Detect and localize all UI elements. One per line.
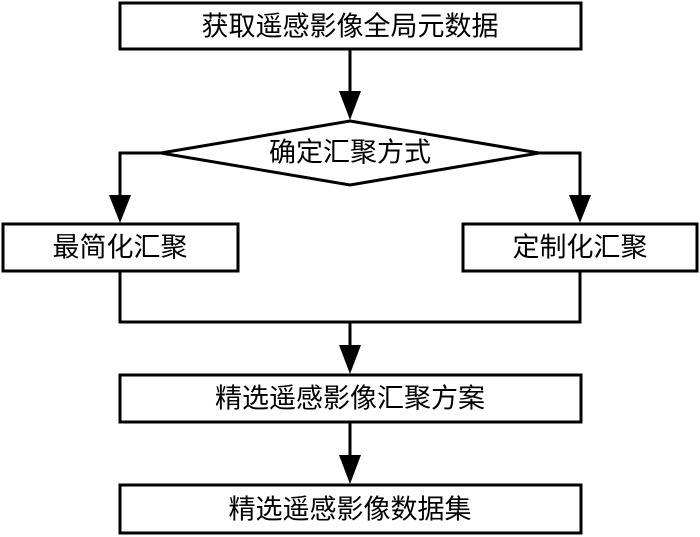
step-acquire-metadata: 获取遥感影像全局元数据 [118, 1, 583, 51]
arrow-step3-to-step4 [339, 422, 361, 484]
step-aggregation-plan-label: 精选遥感影像汇聚方案 [215, 384, 485, 415]
arrow-decision-to-right-shaft [539, 151, 582, 198]
decision-aggregation-mode: 确定汇聚方式 [160, 119, 540, 187]
arrow-decision-to-right [539, 151, 591, 223]
arrow-step1-to-decision [339, 49, 361, 120]
decision-aggregation-mode-label: 确定汇聚方式 [269, 138, 431, 169]
arrow-merge-to-step3-head [339, 345, 361, 374]
step-dataset-label: 精选遥感影像数据集 [229, 495, 472, 526]
step-acquire-metadata-label: 获取遥感影像全局元数据 [202, 12, 499, 43]
arrow-decision-to-left-head [109, 195, 131, 223]
step-dataset-box [118, 483, 583, 535]
step-acquire-metadata-box [118, 1, 583, 51]
arrow-decision-to-left [109, 151, 161, 223]
option-simplest-aggregation-label: 最简化汇聚 [53, 233, 188, 264]
merge-connector [118, 271, 582, 374]
merge-connector-line [118, 271, 582, 324]
option-simplest-aggregation-box [1, 222, 240, 273]
step-dataset: 精选遥感影像数据集 [118, 483, 583, 535]
step-aggregation-plan: 精选遥感影像汇聚方案 [118, 373, 583, 424]
arrow-step1-to-decision-head [339, 91, 361, 120]
decision-aggregation-mode-diamond [160, 119, 540, 187]
option-simplest-aggregation: 最简化汇聚 [1, 222, 240, 273]
option-custom-aggregation: 定制化汇聚 [461, 222, 699, 273]
option-custom-aggregation-label: 定制化汇聚 [513, 233, 648, 264]
arrow-step3-to-step4-head [339, 455, 361, 484]
arrow-decision-to-left-shaft [118, 151, 161, 198]
arrow-decision-to-right-head [569, 195, 591, 223]
